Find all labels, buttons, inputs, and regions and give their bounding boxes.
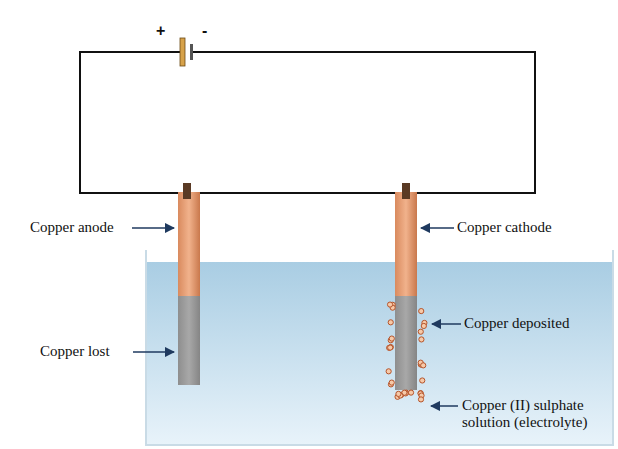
polarity-sign: - [202, 22, 207, 40]
beaker-wall [146, 250, 613, 445]
anode-copper-part [178, 192, 200, 296]
copper-deposit-dot [420, 378, 425, 383]
copper-deposit-dot [408, 390, 413, 395]
copper-deposit-dot [419, 337, 424, 342]
copper-deposit-dot [419, 308, 424, 313]
leader-arrow [132, 227, 174, 229]
cathode-immersed-part [395, 296, 417, 390]
copper-deposit-dots [386, 302, 427, 402]
part-label: Copper anode [30, 219, 114, 236]
part-label: Copper deposited [464, 315, 569, 332]
copper-deposit-dot [386, 369, 391, 374]
anode-terminal [183, 183, 191, 199]
leader-arrow [133, 351, 174, 353]
copper-deposit-dot [418, 329, 423, 334]
electrolyte-liquid [146, 262, 613, 445]
copper-deposit-dot [396, 391, 401, 396]
copper-deposit-dot [421, 363, 426, 368]
cathode-terminal [402, 183, 410, 199]
leader-arrow [421, 227, 454, 229]
copper-deposit-dot [421, 323, 426, 328]
copper-deposit-dot [388, 344, 393, 349]
copper-deposit-dot [387, 302, 392, 307]
anode-copper-lost [178, 296, 200, 385]
copper-deposit-dot [389, 380, 394, 385]
battery-negative-plate [190, 44, 193, 60]
copper-deposit-dot [388, 320, 393, 325]
battery-positive-plate [180, 38, 185, 66]
leader-arrow [431, 405, 458, 407]
cathode-copper-part [395, 192, 417, 296]
part-label: Copper (II) sulphate solution (electroly… [462, 397, 602, 432]
part-label: Copper cathode [457, 219, 552, 236]
leader-arrow [432, 323, 461, 325]
part-label: Copper lost [40, 343, 110, 360]
polarity-sign: + [156, 22, 165, 40]
copper-deposit-dot [418, 397, 423, 402]
copper-deposit-dot [389, 336, 394, 341]
circuit-wire [80, 52, 535, 193]
copper-deposit-dot [388, 345, 393, 350]
